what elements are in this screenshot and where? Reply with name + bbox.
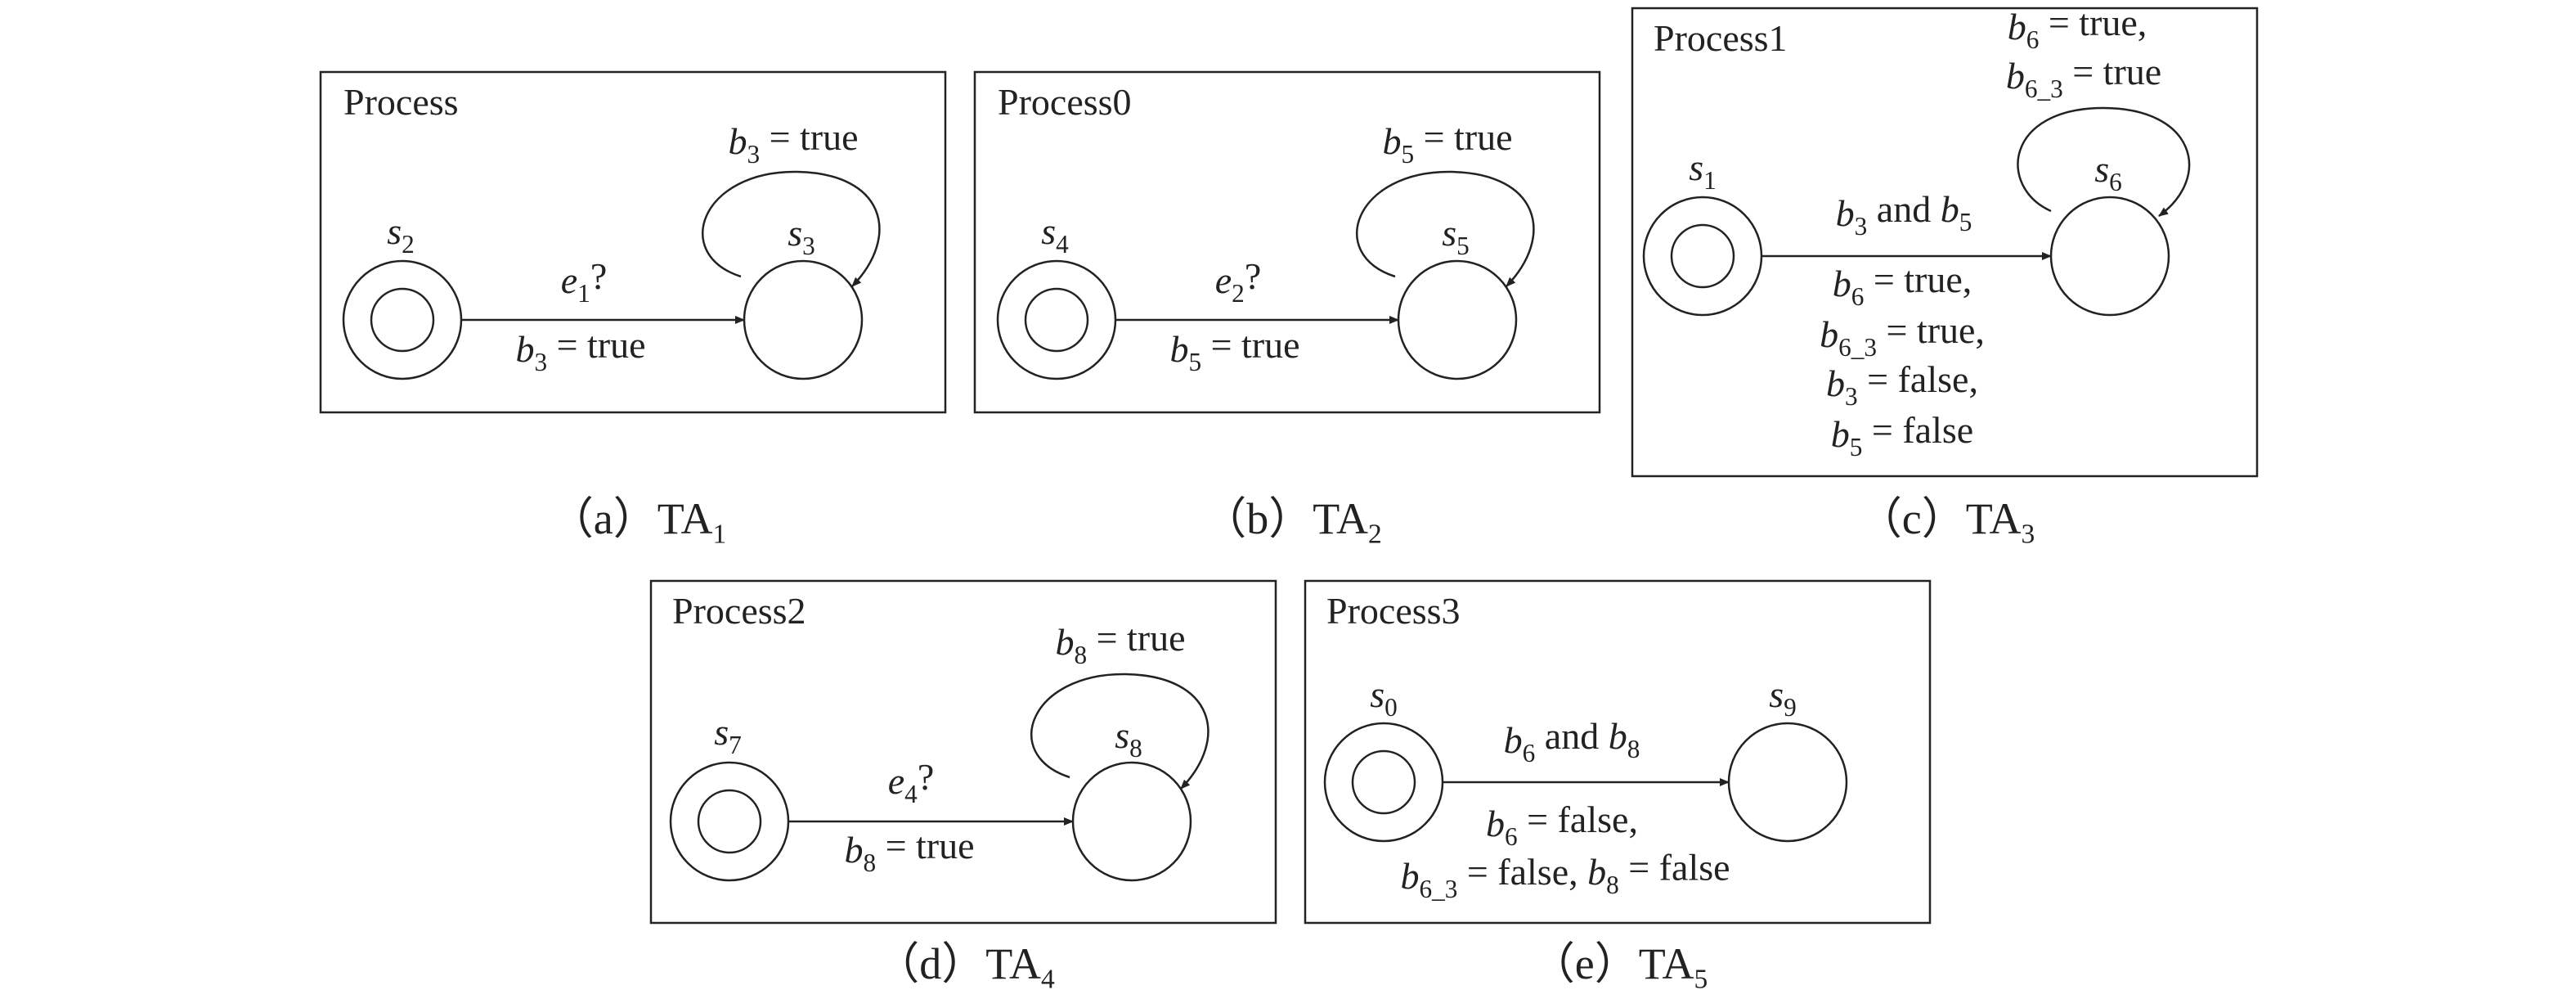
transition-update: b6 = true, — [1833, 259, 1972, 311]
initial-state-inner-ring — [697, 789, 762, 854]
transition-update: b8 = true — [844, 825, 974, 877]
state-label: s2 — [387, 210, 415, 259]
panel-e: Process3 s0 s9 b6 and b8 b6 = false, b6_… — [1304, 579, 1932, 925]
panel-d-frame — [649, 579, 1277, 925]
initial-state-inner-ring — [1351, 749, 1416, 815]
transition-guard: e2? — [1215, 255, 1261, 308]
transition-update: b6_3 = false, b8 = false — [1400, 847, 1730, 903]
state-node — [1071, 761, 1192, 882]
transition-update: b5 = true — [1169, 324, 1299, 376]
state-node — [1397, 259, 1518, 380]
state-node — [2049, 196, 2170, 317]
panel-b-frame — [973, 70, 1601, 414]
self-loop-arrow — [702, 170, 881, 287]
state-label: s0 — [1370, 673, 1398, 722]
panel-caption-c: （c）TA3 — [1858, 494, 2035, 550]
process-name: Process1 — [1654, 17, 1788, 59]
state-label: s1 — [1689, 146, 1717, 195]
initial-state-inner-ring — [370, 287, 435, 353]
self-loop-label: b5 = true — [1382, 116, 1512, 169]
transition-update: b6 = false, — [1486, 799, 1638, 851]
panel-caption-a: （a）TA1 — [550, 494, 726, 550]
self-loop-label: b3 = true — [728, 116, 858, 169]
panel-a-frame — [319, 70, 947, 414]
self-loop-label: b6_3 = true — [2006, 51, 2161, 103]
state-label: s8 — [1115, 714, 1142, 763]
state-label: s9 — [1769, 673, 1797, 722]
self-loop-label: b8 = true — [1055, 617, 1185, 669]
panel-e-frame — [1304, 579, 1932, 925]
transition-guard: b3 and b5 — [1836, 188, 1972, 241]
process-name: Process3 — [1326, 590, 1461, 632]
state-node — [1727, 722, 1848, 843]
transition-update: b3 = true — [515, 324, 645, 376]
initial-state-inner-ring — [1024, 287, 1089, 353]
transition-update: b5 = false — [1831, 409, 1973, 461]
state-node — [743, 259, 864, 380]
self-loop-arrow — [1356, 170, 1535, 287]
state-label: s4 — [1041, 210, 1069, 259]
self-loop-arrow — [2017, 106, 2191, 218]
transition-update: b3 = false, — [1826, 358, 1978, 411]
self-loop-label: b6 = true, — [2008, 2, 2147, 54]
panel-c-frame — [1631, 7, 2259, 478]
self-loop-arrow — [1030, 673, 1209, 790]
panel-caption-e: （e）TA5 — [1531, 939, 1708, 995]
state-label: s6 — [2094, 148, 2122, 196]
panel-b: Process0 s4 s5 e2? b5 = true b5 = true — [973, 70, 1601, 414]
process-name: Process2 — [672, 590, 806, 632]
initial-state-inner-ring — [1670, 223, 1735, 289]
panel-d: Process2 s7 s8 e4? b8 = true b8 = true — [649, 579, 1277, 925]
transition-guard: e1? — [561, 255, 607, 308]
panel-caption-d: （d）TA4 — [875, 939, 1055, 995]
panel-caption-b: （b）TA2 — [1202, 494, 1381, 550]
process-name: Process0 — [998, 81, 1132, 123]
state-label: s3 — [788, 212, 815, 260]
state-label: s7 — [714, 711, 742, 759]
panel-a: Process s2 s3 e1? b3 = true b3 = true — [319, 70, 947, 414]
process-name: Process — [343, 81, 459, 123]
panel-c: Process1 s1 s6 b3 and b5 b6 = true, b6_3… — [1631, 2, 2259, 478]
transition-guard: e4? — [888, 756, 934, 808]
transition-guard: b6 and b8 — [1504, 715, 1640, 767]
transition-update: b6_3 = true, — [1820, 309, 1985, 362]
state-label: s5 — [1442, 212, 1470, 260]
